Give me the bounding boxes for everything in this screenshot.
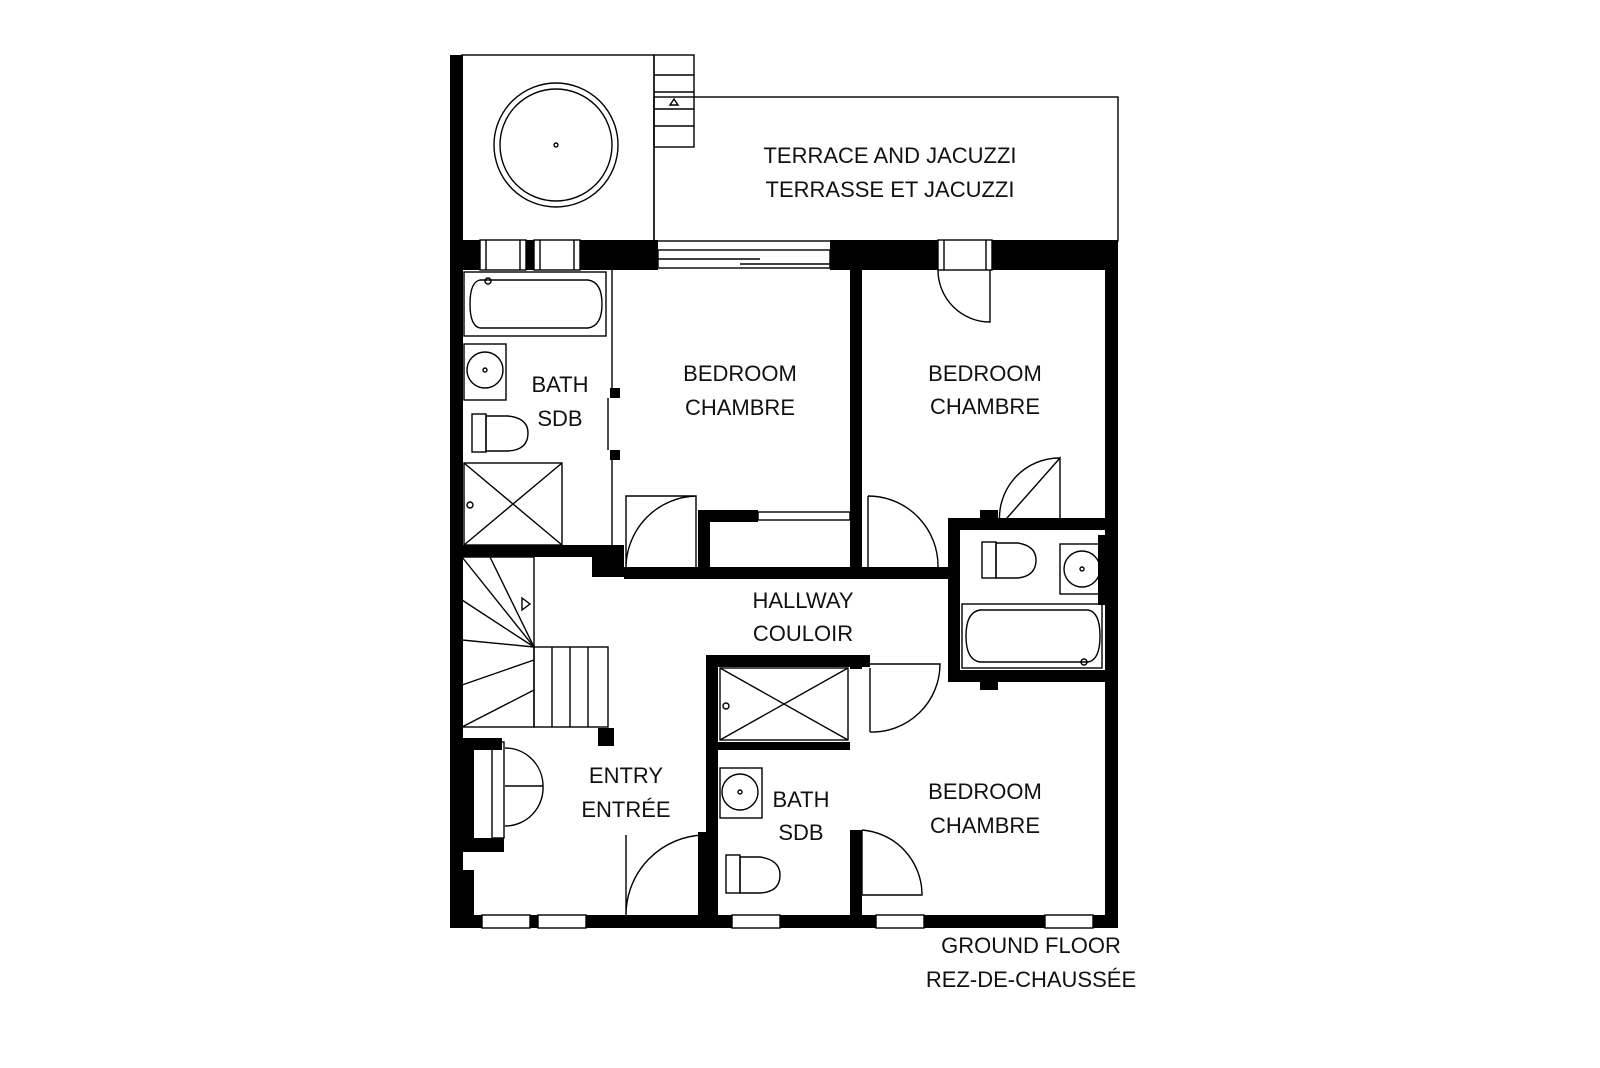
bath-bottom-label-en: BATH (772, 787, 829, 812)
toilet-icon (471, 413, 529, 453)
windows-top (479, 239, 993, 271)
terrace-label-en: TERRACE AND JACUZZI (763, 143, 1016, 168)
entry-label-en: ENTRY (589, 763, 663, 788)
jacuzzi-icon (493, 82, 619, 208)
bedroom-2-label-fr: CHAMBRE (930, 394, 1040, 419)
entry-label-fr: ENTRÉE (581, 797, 670, 822)
bath-right-fixtures (961, 541, 1105, 669)
floor-label-fr: REZ-DE-CHAUSSÉE (926, 967, 1136, 992)
shower-icon (463, 462, 563, 546)
bathtub-icon (961, 603, 1103, 669)
sink-icon (463, 343, 507, 401)
hallway-label-en: HALLWAY (752, 588, 853, 613)
interior-walls (462, 270, 1118, 923)
bath-bottom-fixtures (719, 667, 849, 894)
bedroom-1-label-fr: CHAMBRE (685, 395, 795, 420)
floor-label-en: GROUND FLOOR (941, 933, 1121, 958)
doors (504, 269, 1061, 916)
bath-top-fixtures (463, 270, 613, 548)
hallway-label-fr: COULOIR (753, 621, 853, 646)
terrace-label-fr: TERRASSE ET JACUZZI (766, 177, 1015, 202)
bath-top-label-en: BATH (531, 372, 588, 397)
bath-bottom-label-fr: SDB (778, 820, 823, 845)
bedroom-2-label-en: BEDROOM (928, 361, 1042, 386)
bathtub-icon (463, 271, 607, 337)
bedroom-3-label-en: BEDROOM (928, 779, 1042, 804)
toilet-icon (725, 854, 781, 894)
windows-bottom (481, 914, 1094, 929)
shower-icon (719, 667, 849, 741)
bedroom-3-label-fr: CHAMBRE (930, 813, 1040, 838)
bath-top-label-fr: SDB (537, 406, 582, 431)
staircase-icon (461, 556, 609, 728)
bedroom-1-label-en: BEDROOM (683, 361, 797, 386)
sink-icon (1059, 543, 1105, 595)
toilet-icon (981, 541, 1037, 579)
sink-icon (719, 767, 763, 819)
